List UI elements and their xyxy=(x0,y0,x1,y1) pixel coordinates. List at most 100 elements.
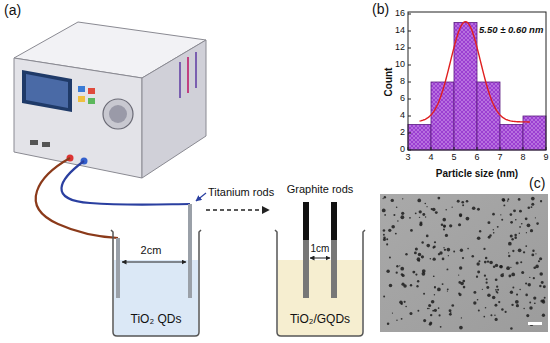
nanoparticle-dot xyxy=(529,306,532,309)
nanoparticle-dot xyxy=(529,277,530,278)
nanoparticle-dot xyxy=(511,273,515,277)
solution xyxy=(278,260,363,336)
nanoparticle-dot xyxy=(487,221,490,224)
nanoparticle-dot xyxy=(447,290,448,291)
nanoparticle-dot xyxy=(519,233,520,234)
nanoparticle-dot xyxy=(439,314,441,316)
dimension-arrow xyxy=(310,258,330,259)
nanoparticle-dot xyxy=(434,286,435,287)
nanoparticle-dot xyxy=(494,315,495,316)
supply-screen-inner xyxy=(26,74,68,108)
nanoparticle-dot xyxy=(536,222,539,225)
nanoparticle-dot xyxy=(472,206,476,210)
nanoparticle-dot xyxy=(422,213,425,216)
tick-label: 16 xyxy=(395,9,405,19)
nanoparticle-dot xyxy=(497,289,499,291)
histogram-bar xyxy=(454,23,477,151)
nanoparticle-dot xyxy=(507,198,509,200)
nanoparticle-dot xyxy=(519,289,520,290)
nanoparticle-dot xyxy=(430,314,432,316)
nanoparticle-dot xyxy=(527,207,530,210)
tem-background xyxy=(380,194,548,332)
nanoparticle-dot xyxy=(503,204,505,206)
nanoparticle-dot xyxy=(403,284,407,288)
nanoparticle-dot xyxy=(415,212,417,214)
nanoparticle-dot xyxy=(453,251,455,253)
nanoparticle-dot xyxy=(531,203,534,206)
axis-tick xyxy=(408,82,411,83)
axis-tick xyxy=(454,147,455,150)
nanoparticle-dot xyxy=(516,304,519,307)
nanoparticle-dot xyxy=(416,285,418,287)
nanoparticle-dot xyxy=(459,326,463,330)
nanoparticle-dot xyxy=(467,248,469,250)
nanoparticle-dot xyxy=(489,261,493,265)
nanoparticle-dot xyxy=(409,217,411,219)
nanoparticle-dot xyxy=(383,234,385,236)
nanoparticle-dot xyxy=(525,294,528,297)
panel-letter: (b) xyxy=(372,2,389,17)
nanoparticle-dot xyxy=(495,278,498,281)
nanoparticle-dot xyxy=(422,269,426,273)
tick-label: 9 xyxy=(543,153,548,163)
nanoparticle-dot xyxy=(525,245,527,247)
nanoparticle-dot xyxy=(459,215,462,218)
nanoparticle-dot xyxy=(433,258,436,261)
nanoparticle-dot xyxy=(535,217,536,218)
nanoparticle-dot xyxy=(531,254,534,257)
tem-image xyxy=(380,194,548,332)
nanoparticle-dot xyxy=(540,299,543,302)
nanoparticle-dot xyxy=(462,280,465,283)
nanoparticle-dot xyxy=(386,238,388,240)
nanoparticle-dot xyxy=(478,310,480,312)
nanoparticle-dot xyxy=(544,297,546,299)
panel-letter: (c) xyxy=(529,176,545,191)
nanoparticle-dot xyxy=(417,199,421,203)
nanoparticle-dot xyxy=(427,308,428,309)
histogram xyxy=(408,12,546,150)
nanoparticle-dot xyxy=(487,260,489,262)
nanoparticle-dot xyxy=(516,261,519,264)
nanoparticle-dot xyxy=(458,281,461,284)
nanoparticle-dot xyxy=(430,258,432,260)
nanoparticle-dot xyxy=(451,304,454,307)
nanoparticle-dot xyxy=(434,294,435,295)
process-arrow xyxy=(206,209,269,210)
axis-title: Particle size (nm) xyxy=(436,168,518,179)
tick-label: 14 xyxy=(395,26,405,36)
nanoparticle-dot xyxy=(514,236,517,239)
nanoparticle-dot xyxy=(443,228,445,230)
nanoparticle-dot xyxy=(497,226,499,228)
plot-frame xyxy=(408,12,546,150)
nanoparticle-dot xyxy=(449,309,452,312)
nanoparticle-dot xyxy=(508,255,510,257)
nanoparticle-dot xyxy=(501,219,503,221)
nanoparticle-dot xyxy=(518,248,522,252)
histogram-bar xyxy=(500,125,523,151)
nanoparticle-dot xyxy=(523,308,524,309)
nanoparticle-dot xyxy=(478,260,480,262)
nanoparticle-dot xyxy=(410,229,413,232)
beaker-glass xyxy=(275,230,365,336)
nanoparticle-dot xyxy=(495,289,497,291)
axis-tick xyxy=(408,65,411,66)
nanoparticle-dot xyxy=(510,221,513,224)
nanoparticle-dot xyxy=(417,310,419,312)
nanoparticle-dot xyxy=(421,241,423,243)
nanoparticle-dot xyxy=(449,313,452,316)
nanoparticle-dot xyxy=(466,200,469,203)
tick-label: 2 xyxy=(400,128,405,138)
nanoparticle-dot xyxy=(521,271,524,274)
nanoparticle-dot xyxy=(437,197,440,200)
nanoparticle-dot xyxy=(511,238,513,240)
supply-button xyxy=(78,86,85,92)
nanoparticle-dot xyxy=(396,272,398,274)
supply-button xyxy=(30,140,38,145)
nanoparticle-dot xyxy=(508,275,511,278)
dimension-arrow xyxy=(122,262,186,263)
axis-tick xyxy=(408,14,411,15)
dimension-label: 1cm xyxy=(311,243,330,254)
nanoparticle-dot xyxy=(444,249,446,251)
axis-tick xyxy=(408,133,411,134)
nanoparticle-dot xyxy=(486,282,488,284)
